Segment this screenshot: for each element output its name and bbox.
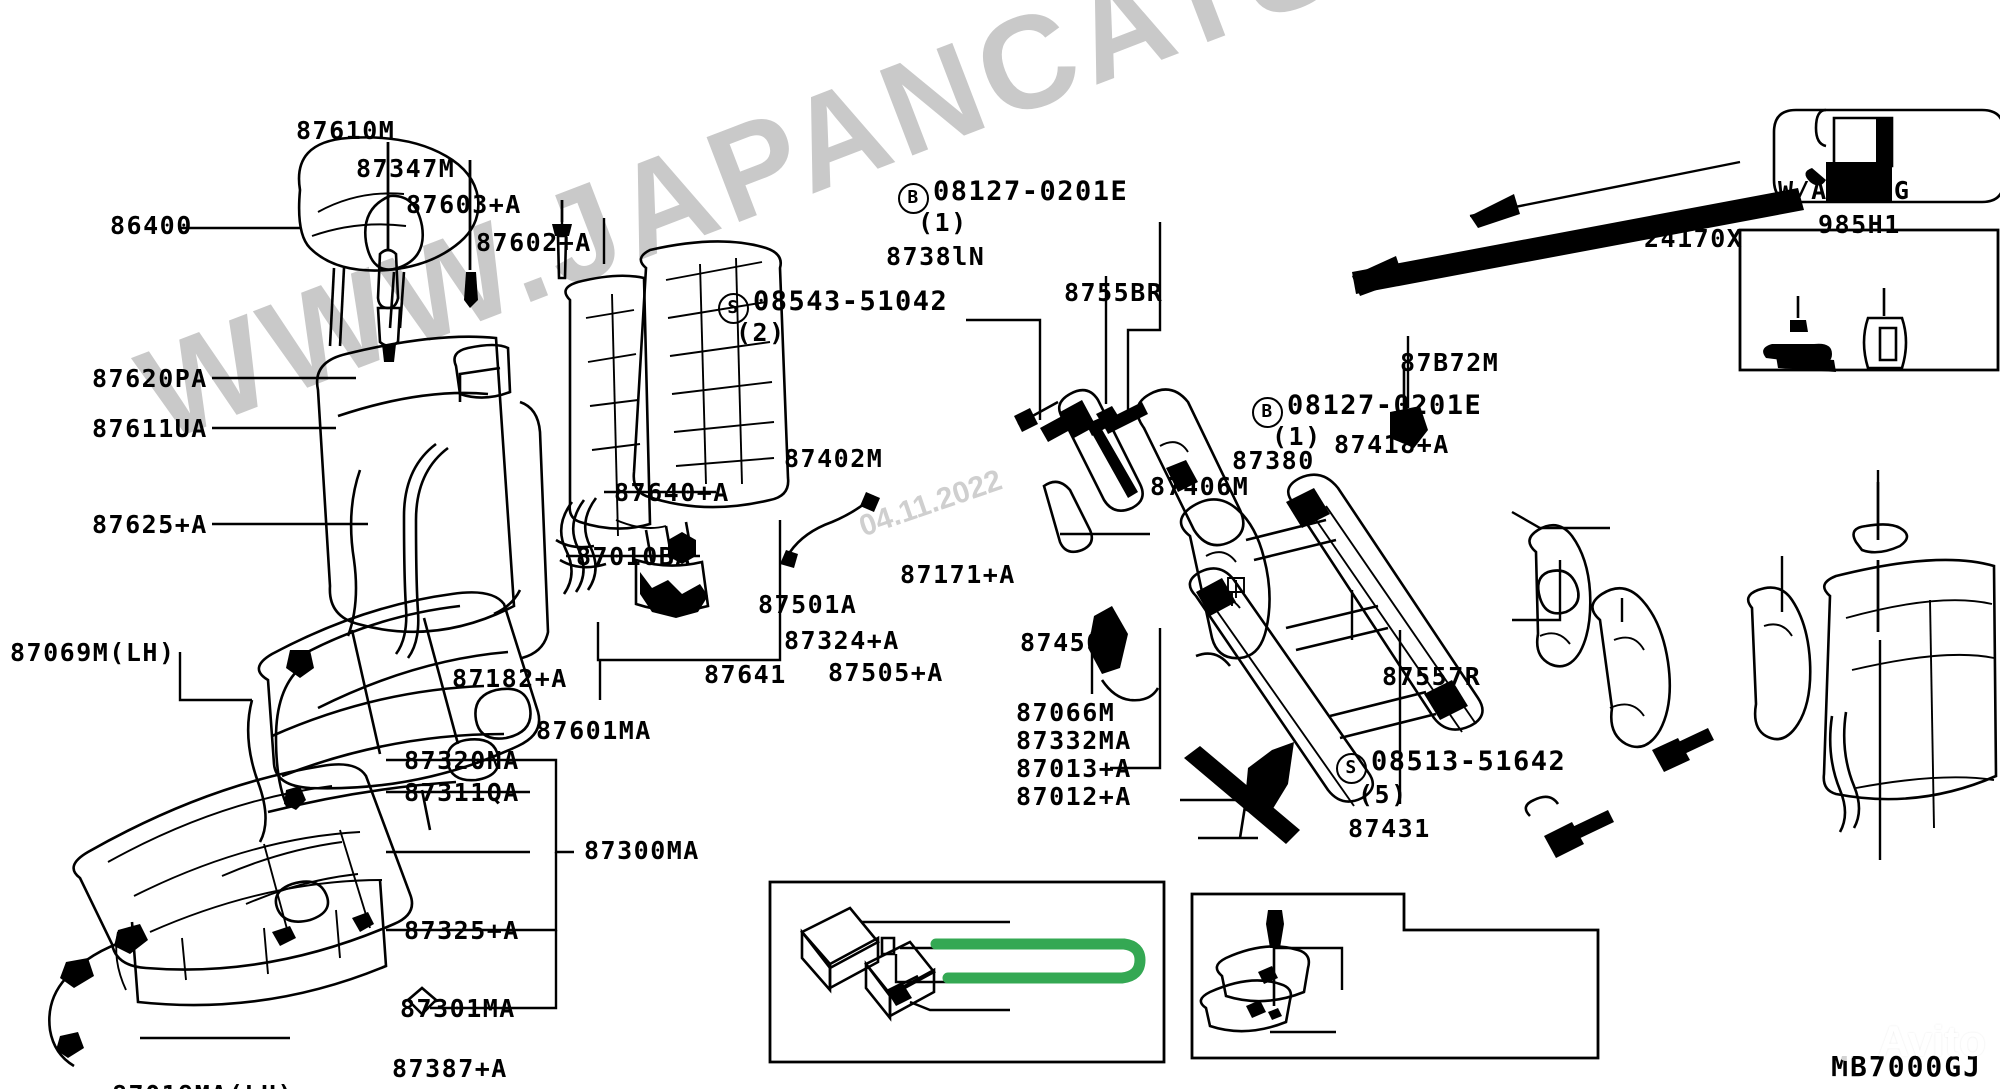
- label-87601MA: 87601MA: [536, 716, 652, 745]
- label-8755BR: 8755BR: [1064, 278, 1164, 307]
- highlight-marker: [936, 944, 1140, 978]
- avito-watermark: Avito: [1806, 1017, 1986, 1067]
- screw-code: 08543-51042: [753, 286, 949, 317]
- label-87620PA: 87620PA: [92, 364, 208, 393]
- headrest-drawing: [299, 137, 478, 346]
- label-87332MA: 87332MA: [1016, 726, 1132, 755]
- bracket-87406m-drawing: [1529, 525, 1590, 666]
- label-87501A: 87501A: [758, 590, 858, 619]
- label-87325A: 87325+A: [404, 916, 520, 945]
- label-87010BA: 87010BA: [576, 542, 692, 571]
- cushion-frame-drawing: [74, 764, 412, 1005]
- label-87611UA: 87611UA: [92, 414, 208, 443]
- seatback-frame-drawing: [556, 241, 788, 618]
- label-87069M-LH: 87069M(LH): [10, 638, 176, 667]
- label-87640A: 87640+A: [614, 478, 730, 507]
- label-24170X: 24170X: [1644, 224, 1744, 253]
- label-87019MA-LH: 87019MA(LH): [112, 1082, 294, 1089]
- label-87450: 87450: [1020, 628, 1103, 657]
- label-08127-qty-right: (1): [1272, 422, 1322, 451]
- label-08127-qty-top: (1): [918, 208, 968, 237]
- label-87406M: 87406M: [1150, 472, 1250, 501]
- label-87402M: 87402M: [784, 444, 884, 473]
- screw-circle-icon: S: [718, 292, 749, 324]
- screw-08543-drawing: [1040, 408, 1138, 498]
- label-87603A: 87603+A: [406, 190, 522, 219]
- side-cover-drawing: [1748, 560, 1996, 832]
- label-87182A: 87182+A: [452, 664, 568, 693]
- label-87418A: 87418+A: [1334, 430, 1450, 459]
- label-87301MA: 87301MA: [400, 994, 516, 1023]
- bracket-87171a-drawing: [1228, 578, 1244, 598]
- label-87311QA: 87311QA: [404, 778, 520, 807]
- label-87066M: 87066M: [1016, 698, 1116, 727]
- label-87320NA: 87320NA: [404, 746, 520, 775]
- airbag-inset-frame: [1352, 110, 2000, 370]
- bolt-circle-icon: B: [898, 182, 929, 214]
- clip-8755br-drawing: [1390, 362, 1428, 448]
- cushion-wire-lh-drawing: [276, 650, 314, 810]
- label-w-airbag: W/AIRBAG: [1778, 176, 1911, 205]
- avito-watermark-text: Avito: [1877, 1017, 1986, 1066]
- label-08543-qty: (2): [736, 318, 786, 347]
- inset-right-frame: [1192, 894, 1598, 1058]
- bolt-code-top: 08127-0201E: [933, 176, 1129, 207]
- leader-lines: [140, 142, 1880, 1038]
- label-8738lN: 8738lN: [886, 242, 986, 271]
- label-87300MA: 87300MA: [584, 836, 700, 865]
- diagram-code: MB7000GJ: [1831, 1050, 1982, 1083]
- lever-group-drawing: [1088, 592, 1300, 844]
- label-87B72M: 87B72M: [1400, 348, 1500, 377]
- spring-87641-drawing: [780, 492, 880, 568]
- label-87171A: 87171+A: [900, 560, 1016, 589]
- lever-87380-drawing: [1526, 588, 1714, 858]
- label-87387A: 87387+A: [392, 1054, 508, 1083]
- label-87012A: 87012+A: [1016, 782, 1132, 811]
- label-08513-qty: (5): [1358, 780, 1408, 809]
- label-87380: 87380: [1232, 446, 1315, 475]
- label-87013A: 87013+A: [1016, 754, 1132, 783]
- label-87324A: 87324+A: [784, 626, 900, 655]
- screw-08543-drawing-2: [1096, 402, 1148, 434]
- slide-rail-drawing: [1190, 475, 1483, 806]
- avito-logo-icon: [1806, 1020, 1854, 1062]
- label-985H1: 985H1: [1818, 210, 1901, 239]
- label-87431: 87431: [1348, 814, 1431, 843]
- label-87505A: 87505+A: [828, 658, 944, 687]
- harness-lh-drawing: [49, 924, 148, 1066]
- airbag-inset-parts: [1763, 288, 1906, 372]
- bolt-circle-icon-right: B: [1252, 396, 1283, 428]
- wire-87182a-drawing: [616, 520, 666, 528]
- label-86400: 86400: [110, 211, 193, 240]
- label-87557R: 87557R: [1382, 662, 1482, 691]
- label-87641: 87641: [704, 660, 787, 689]
- marker-87387a: [408, 988, 436, 1014]
- label-87347M: 87347M: [356, 154, 456, 183]
- screw-circle-icon-inset: S: [1336, 752, 1367, 784]
- inset-left-frame: [770, 882, 1164, 1062]
- label-87625A: 87625+A: [92, 510, 208, 539]
- label-87610M: 87610M: [296, 116, 396, 145]
- bolt-code-right: 08127-0201E: [1287, 390, 1483, 421]
- screw-inset-code: 08513-51642: [1371, 746, 1567, 777]
- label-87602A: 87602+A: [476, 228, 592, 257]
